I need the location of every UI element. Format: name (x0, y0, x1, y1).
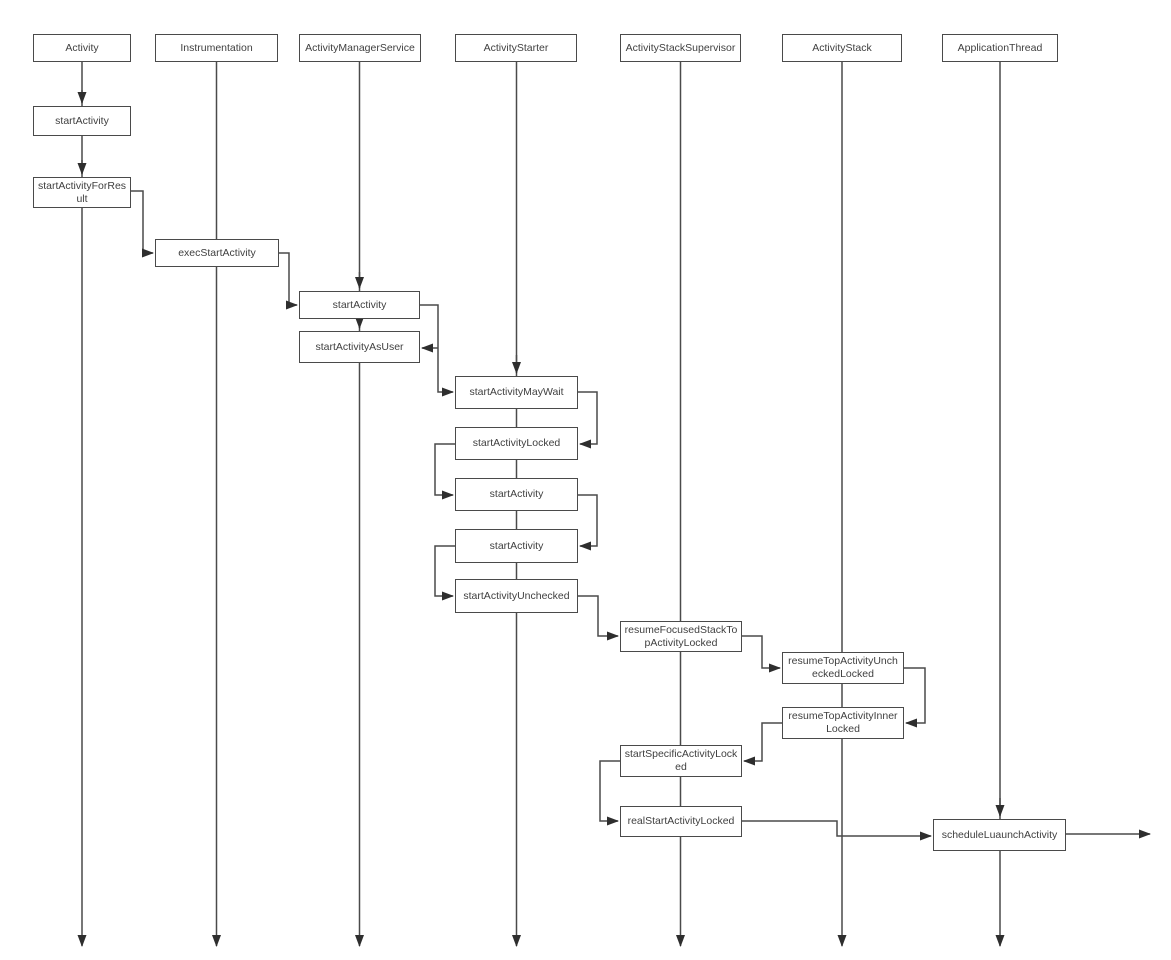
node-starter-startActivityLocked: startActivityLocked (455, 427, 578, 460)
node-activity-startActivity: startActivity (33, 106, 131, 136)
call-arrow (131, 190, 154, 258)
call-arrow (742, 820, 932, 841)
lane-header-activity-stack: ActivityStack (782, 34, 902, 62)
node-starter-startActivityMayWait: startActivityMayWait (455, 376, 578, 409)
lane-header-instrumentation: Instrumentation (155, 34, 278, 62)
node-supervisor-realStartActivityLocked: realStartActivityLocked (620, 806, 742, 837)
call-arrow (434, 443, 455, 500)
node-ams-startActivityAsUser: startActivityAsUser (299, 331, 420, 363)
lane-header-activity: Activity (33, 34, 131, 62)
node-stack-resumeTopActivityInnerLocked: resumeTopActivityInner Locked (782, 707, 904, 739)
node-supervisor-startSpecificActivityLocked: startSpecificActivityLock ed (620, 745, 742, 777)
call-arrow (578, 494, 598, 551)
call-arrow (434, 545, 455, 601)
node-activity-startActivityForResult: startActivityForRes ult (33, 177, 131, 208)
lane-header-activity-starter: ActivityStarter (455, 34, 577, 62)
node-instrumentation-execStartActivity: execStartActivity (155, 239, 279, 267)
call-arrow (742, 635, 781, 673)
node-ams-startActivity: startActivity (299, 291, 420, 319)
call-arrow (904, 667, 926, 728)
node-stack-resumeTopActivityUncheckedLocked: resumeTopActivityUnch eckedLocked (782, 652, 904, 684)
call-arrow (743, 722, 782, 766)
lane-header-activity-manager-service: ActivityManagerService (299, 34, 421, 62)
call-arrow (279, 252, 298, 310)
lane-header-application-thread: ApplicationThread (942, 34, 1058, 62)
lane-header-activity-stack-supervisor: ActivityStackSupervisor (620, 34, 741, 62)
call-arrow (599, 760, 620, 826)
node-supervisor-resumeFocusedStackTopActivityLocked: resumeFocusedStackTo pActivityLocked (620, 621, 742, 652)
node-starter-startActivity-1: startActivity (455, 478, 578, 511)
node-starter-startActivityUnchecked: startActivityUnchecked (455, 579, 578, 613)
call-arrow (578, 391, 598, 449)
call-arrow (578, 595, 619, 641)
node-starter-startActivity-2: startActivity (455, 529, 578, 563)
node-appthread-scheduleLuaunchActivity: scheduleLuaunchActivity (933, 819, 1066, 851)
